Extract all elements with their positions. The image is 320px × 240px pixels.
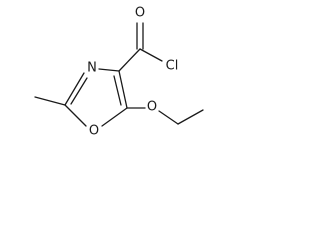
- atom-label-ether-oxygen: O: [147, 100, 157, 115]
- structure-diagram: O Cl N O O: [34, 6, 204, 139]
- bond-c4-c5-double-outer: [118, 70, 128, 109]
- bond-c2-n3-double-outer: [64, 72, 85, 106]
- bond-c4-carbonyl-c: [118, 48, 141, 72]
- bond-c2-n3-double-inner: [70, 77, 88, 105]
- atom-label-ring-nitrogen: N: [87, 61, 97, 76]
- atom-label-carbonyl-oxygen: O: [135, 6, 145, 21]
- bond-o-ch2: [158, 110, 179, 125]
- atom-label-ring-oxygen: O: [89, 124, 99, 139]
- bond-c4-c5-double-inner: [113, 75, 122, 106]
- bond-ch2-ch3: [177, 109, 204, 125]
- bond-c5-o1: [101, 107, 128, 127]
- atom-label-chlorine: Cl: [166, 59, 179, 74]
- bond-c2-methyl: [34, 96, 66, 106]
- bond-c-cl: [139, 48, 163, 62]
- bond-o1-c2: [64, 104, 87, 127]
- bond-n3-c4: [98, 68, 120, 72]
